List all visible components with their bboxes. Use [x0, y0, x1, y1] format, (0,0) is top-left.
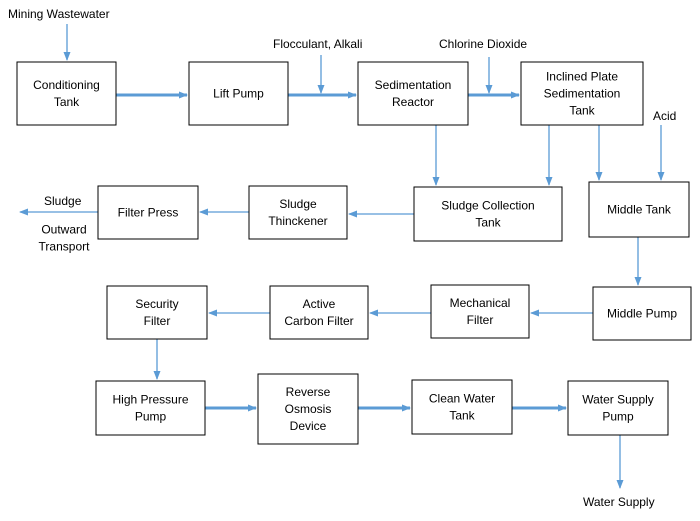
label-chlorine-dioxide: Chlorine Dioxide	[439, 37, 527, 51]
node-middle-tank: Middle Tank	[588, 181, 690, 238]
node-box	[357, 61, 469, 126]
node-box	[567, 380, 669, 436]
label-sludge: Sludge	[44, 194, 82, 208]
label-mining-wastewater: Mining Wastewater	[8, 7, 110, 21]
node-label-line: Reactor	[392, 95, 434, 109]
node-box	[95, 380, 206, 436]
node-label-line: Device	[290, 419, 327, 433]
node-box	[16, 61, 117, 126]
label-outward-transport-line: Transport	[39, 240, 91, 254]
node-label-line: High Pressure	[112, 393, 188, 407]
node-label-line: Tank	[449, 409, 475, 423]
node-label-line: Security	[135, 297, 178, 311]
node-label-line: Osmosis	[285, 402, 332, 416]
node-box	[188, 61, 289, 126]
node-label-line: Inclined Plate	[546, 70, 618, 84]
label-water-supply: Water Supply	[583, 495, 655, 509]
node-label-line: Lift Pump	[213, 87, 264, 101]
node-box	[588, 181, 690, 238]
node-label-line: Pump	[135, 410, 167, 424]
node-middle-pump: Middle Pump	[592, 286, 692, 341]
node-label-line: Pump	[602, 410, 634, 424]
node-label-line: Sedimentation	[375, 78, 452, 92]
node-label-line: Sludge	[279, 197, 317, 211]
node-box	[257, 373, 359, 445]
node-label-line: Filter	[467, 313, 494, 327]
node-label-line: Filter Press	[118, 206, 179, 220]
node-box	[411, 379, 513, 435]
label-acid: Acid	[653, 109, 676, 123]
node-label-line: Conditioning	[33, 78, 100, 92]
node-box	[106, 285, 208, 340]
node-label-line: Carbon Filter	[284, 314, 353, 328]
node-label-line: Mechanical	[450, 296, 511, 310]
flow-arrows	[19, 24, 665, 489]
node-label: Lift Pump	[213, 87, 264, 101]
node-box	[520, 61, 644, 126]
node-label-line: Thinckener	[268, 214, 327, 228]
node-box	[269, 285, 369, 340]
node-box	[97, 185, 199, 240]
node-label-line: Sedimentation	[544, 87, 621, 101]
node-label-line: Active	[303, 297, 336, 311]
node-label-line: Water Supply	[582, 393, 654, 407]
node-label-line: Clean Water	[429, 392, 495, 406]
node-lift-pump: Lift Pump	[188, 61, 289, 126]
node-label-line: Sludge Collection	[441, 199, 534, 213]
node-label-line: Tank	[54, 95, 80, 109]
node-box	[248, 185, 348, 240]
node-box	[430, 284, 530, 339]
node-label-line: Reverse	[286, 385, 331, 399]
label-outward-transport-line: Outward	[41, 223, 86, 237]
node-label-line: Tank	[475, 216, 501, 230]
node-filter-press: Filter Press	[97, 185, 199, 240]
node-label: Middle Tank	[607, 203, 672, 217]
node-box	[592, 286, 692, 341]
node-box	[413, 186, 563, 242]
node-label: Middle Pump	[607, 307, 677, 321]
node-label: Filter Press	[118, 206, 179, 220]
node-label-line: Middle Tank	[607, 203, 672, 217]
node-label-line: Middle Pump	[607, 307, 677, 321]
node-label-line: Tank	[569, 104, 595, 118]
label-flocculant-alkali: Flocculant, Alkali	[273, 37, 362, 51]
node-label-line: Filter	[144, 314, 171, 328]
